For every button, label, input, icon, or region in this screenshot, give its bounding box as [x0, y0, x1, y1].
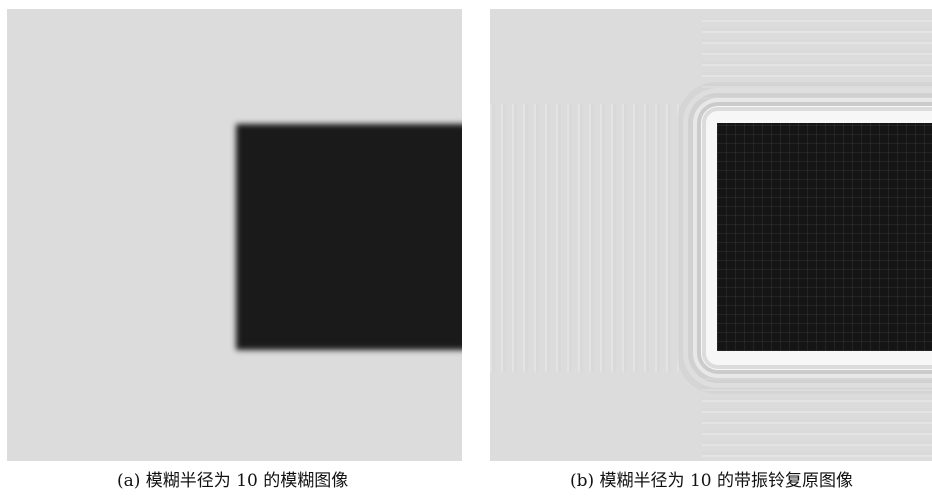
blurred-dark-rectangle	[236, 124, 462, 350]
caption-blurred-image: (a) 模糊半径为 10 的模糊图像	[117, 471, 349, 491]
blurred-image-panel	[7, 9, 462, 461]
restored-dark-rectangle	[717, 123, 932, 351]
ringing-artifacts-bottom	[702, 377, 932, 457]
ringing-artifacts-top	[702, 19, 932, 99]
restored-image-panel	[490, 9, 932, 461]
caption-restored-image: (b) 模糊半径为 10 的带振铃复原图像	[570, 471, 853, 491]
ringing-artifacts-left	[490, 104, 680, 372]
